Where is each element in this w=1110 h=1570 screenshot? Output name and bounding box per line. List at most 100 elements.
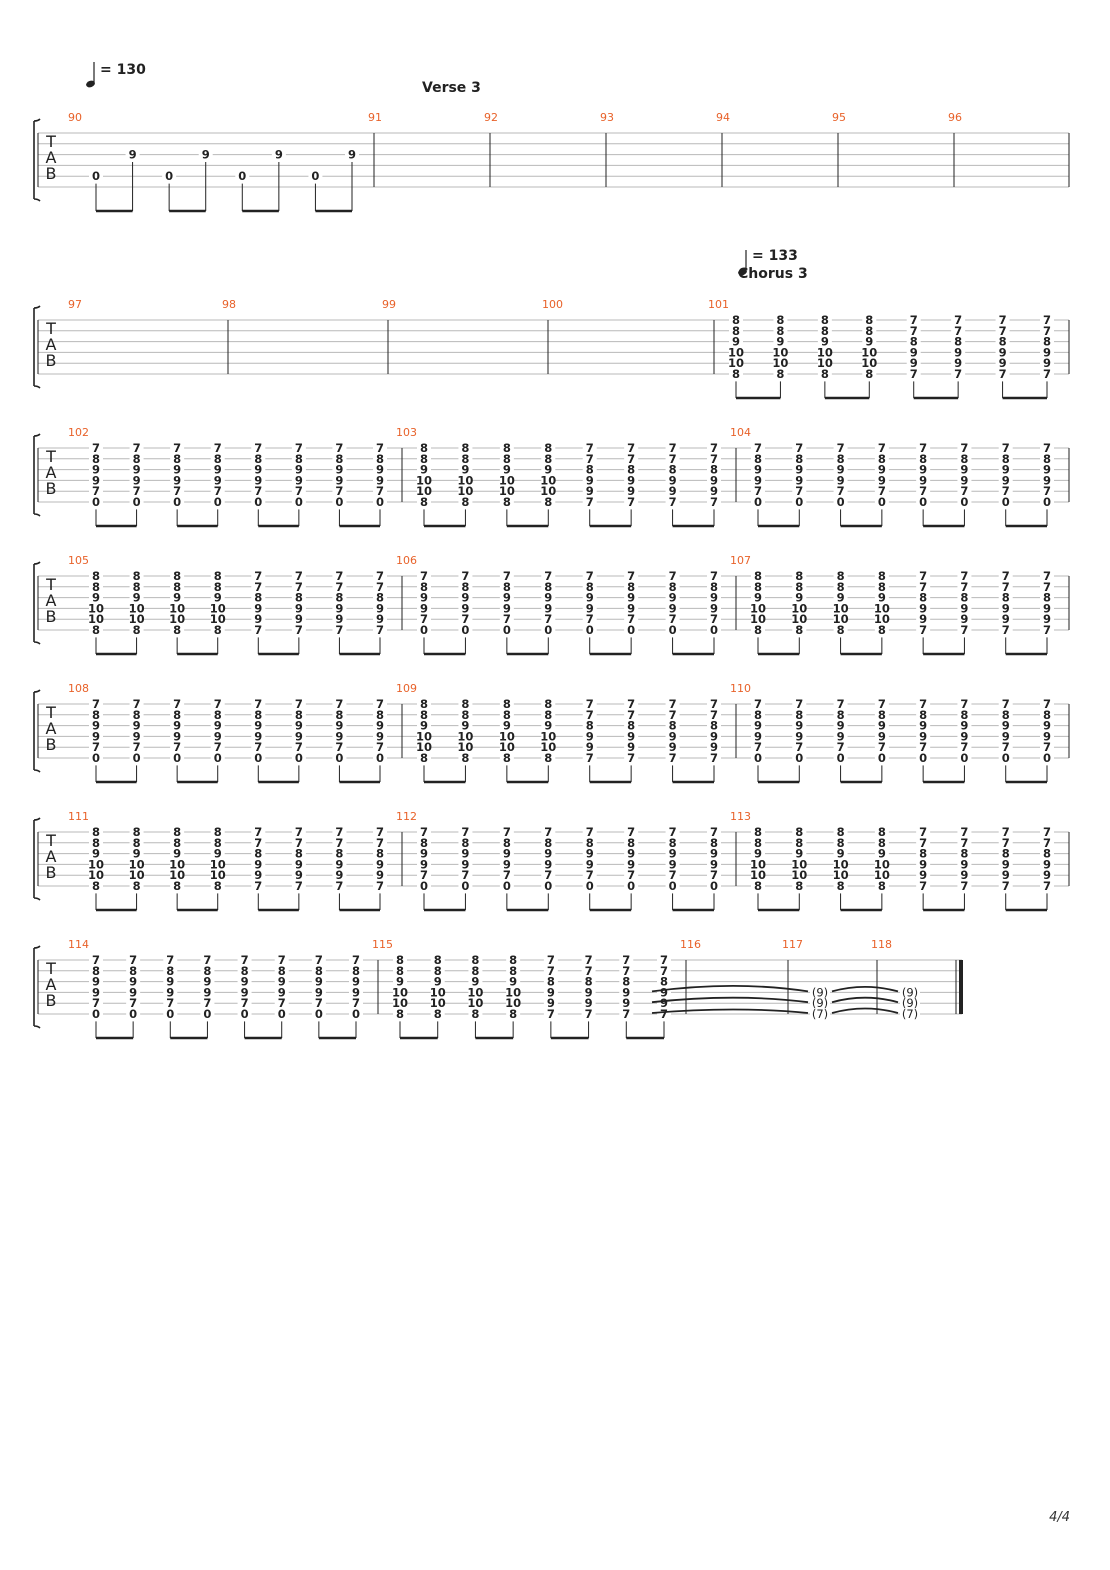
fret-mask [916,753,931,763]
fret-number: 0 [461,623,469,637]
fret-number: 9 [295,612,303,626]
fret-number: 7 [544,612,552,626]
fret-mask [995,325,1010,336]
fret-number: 8 [420,836,428,850]
fret-number: 9 [214,729,222,743]
fret-mask [468,998,483,1009]
fret-number: 9 [376,857,384,871]
fret-mask [957,848,972,859]
fret-number: 10 [210,601,226,615]
fret-number: 10 [817,356,833,370]
fret-mask [665,497,680,507]
fret-mask [862,315,877,325]
fret-number: 8 [669,836,677,850]
fret-mask [582,486,597,497]
fret-mask [458,731,473,742]
fret-number: 8 [503,441,511,455]
fret-mask [458,870,473,881]
fret-mask [274,976,289,987]
fret-mask [311,976,326,987]
fret-mask [916,486,931,497]
fret-mask [332,614,347,625]
fret-mask [1040,571,1054,581]
fret-mask [874,709,889,720]
fret-mask [170,581,185,592]
fret-mask [833,614,848,625]
fret-mask [251,614,266,625]
fret-number: 9 [585,996,593,1010]
fret-mask [751,870,765,881]
fret-mask [624,614,639,625]
fret-mask [665,870,680,881]
fret-number: 9 [254,857,262,871]
fret-mask [417,753,431,763]
fret-mask [729,336,743,347]
fret-mask [506,955,521,965]
fret-mask [251,753,266,763]
fret-mask [458,443,473,453]
fret-mask [833,699,848,709]
fret-number: 9 [960,857,968,871]
fret-mask [751,848,765,859]
fret-number: 7 [214,484,222,498]
fret-mask [751,720,765,731]
fret-mask [998,827,1013,837]
fret-mask [1040,848,1054,859]
fret-number: 8 [821,313,829,327]
fret-number: 7 [376,623,384,637]
fret-number: 8 [214,580,222,594]
fret-number: 7 [919,740,927,754]
fret-number: 7 [754,484,762,498]
fret-mask [916,625,931,635]
fret-mask [1040,443,1054,453]
fret-mask [332,859,347,870]
fret-number: 0 [710,879,718,893]
fret-mask [373,859,387,870]
fret-mask [581,987,596,998]
fret-number: 8 [544,697,552,711]
fret-mask [707,464,721,475]
fret-mask [89,881,103,891]
fret-number: 7 [461,612,469,626]
fret-mask [458,753,473,763]
fret-number: 7 [710,495,718,509]
fret-mask [957,753,972,763]
fret-number: 7 [278,953,286,967]
fret-number: 10 [874,601,890,615]
fret-mask [665,837,680,848]
fret-number: 0 [315,1007,323,1021]
fret-number: 7 [1043,825,1051,839]
fret-mask [900,998,920,1009]
fret-mask [792,464,807,475]
fret-mask [957,859,972,870]
fret-mask [274,1009,289,1019]
fret-number: 9 [461,719,469,733]
fret-number: 9 [461,591,469,605]
bar-number: 91 [368,111,382,124]
fret-mask [458,699,473,709]
fret-number: 7 [960,879,968,893]
fret-mask [998,870,1013,881]
fret-number: 9 [92,975,100,989]
fret-number: 9 [669,601,677,615]
fret-mask [729,358,743,369]
fret-mask [817,325,832,336]
fret-number: 7 [1043,313,1051,327]
tab-clef-letter: B [46,991,57,1010]
fret-mask [957,827,972,837]
fret-mask [874,486,889,497]
fret-number: 8 [960,452,968,466]
fret-mask [833,453,848,464]
bar-number: 109 [396,682,417,695]
fret-mask [430,965,445,976]
fret-mask [417,699,431,709]
fret-number: 8 [295,591,303,605]
bar-number: 97 [68,298,82,311]
fret-number: 9 [92,847,100,861]
fret-mask [129,581,144,592]
fret-number: 7 [960,740,968,754]
fret-number: 9 [622,996,630,1010]
fret-number: 9 [173,847,181,861]
fret-number: 8 [732,367,740,381]
fret-mask [665,464,680,475]
